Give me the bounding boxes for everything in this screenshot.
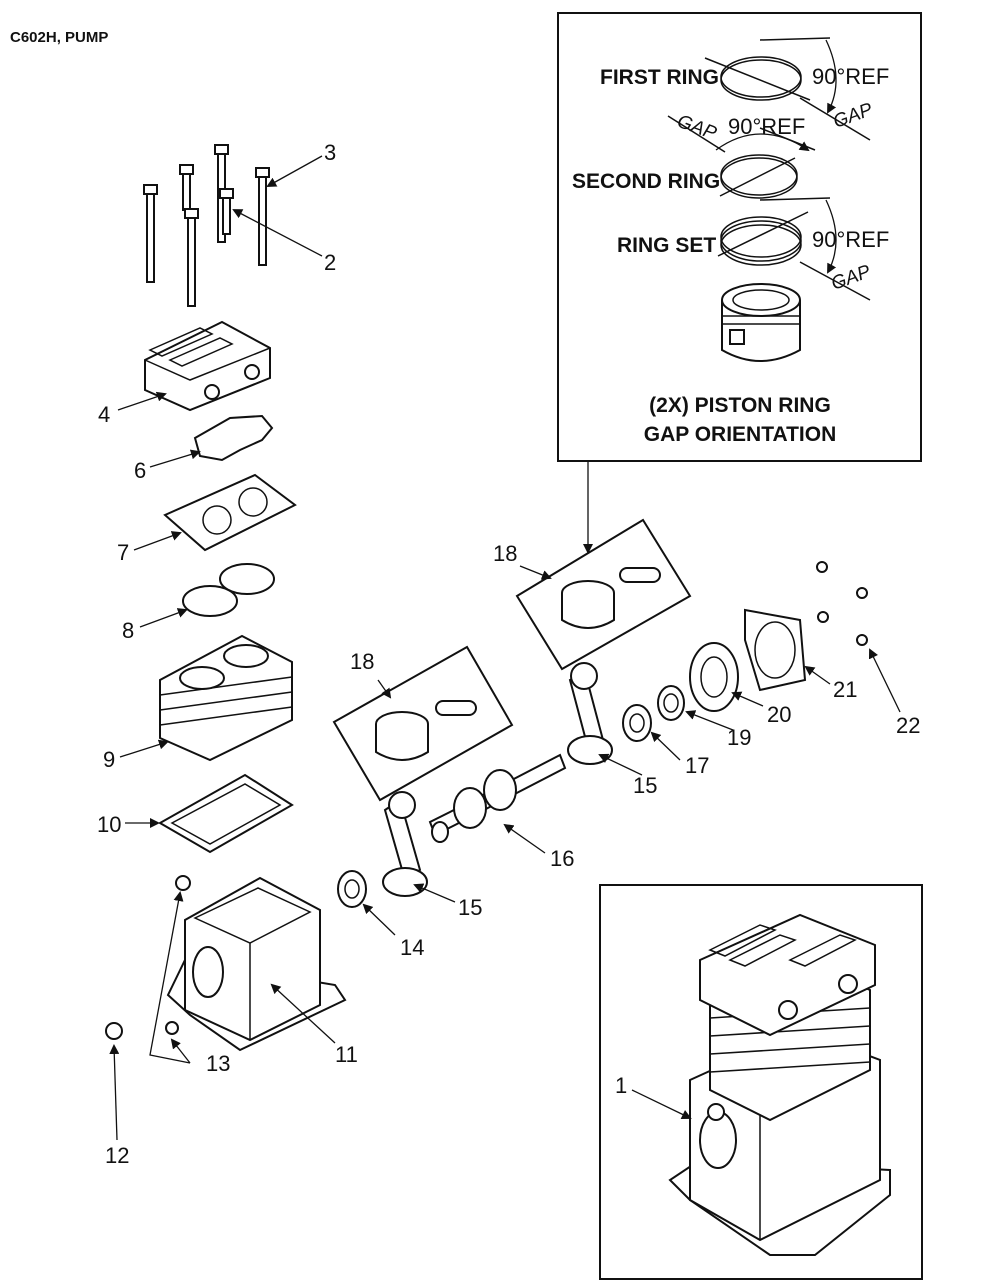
callout-15b: 15 (633, 773, 657, 798)
callout-16: 16 (550, 846, 574, 871)
bearing-cover-21 (744, 608, 807, 692)
ring-set-label: RING SET (617, 234, 716, 257)
callout-13: 13 (206, 1051, 230, 1076)
assembled-pump-box (599, 884, 923, 1280)
head-bolts (143, 144, 270, 307)
ref2-label: 90°REF (728, 114, 805, 139)
first-ring-label: FIRST RING (600, 66, 719, 89)
callout-18b: 18 (493, 541, 517, 566)
o-ring-right (219, 563, 275, 595)
piston-icon (721, 283, 801, 362)
callout-1: 1 (615, 1073, 627, 1098)
piston-set-a (332, 645, 514, 802)
callout-11: 11 (335, 1042, 358, 1067)
callout-leaders (109, 155, 901, 1141)
callout-2: 2 (324, 250, 336, 275)
cylinder-gasket (157, 773, 294, 854)
o-ring-left (182, 585, 238, 617)
bearing-17 (622, 704, 652, 742)
crankshaft (428, 753, 567, 843)
callout-19: 19 (727, 725, 751, 750)
second-ring-label: SECOND RING (572, 170, 720, 193)
second-ring-icon (667, 115, 816, 199)
crankcase (105, 875, 347, 1052)
ref3-label: 90°REF (812, 227, 889, 252)
ring-set-icon (717, 197, 871, 301)
callout-22: 22 (896, 713, 920, 738)
callout-numbers: 3 2 4 6 7 8 9 10 11 12 13 14 15 15 16 17… (97, 140, 920, 1168)
callout-7: 7 (117, 540, 129, 565)
cover-screws-22 (816, 561, 868, 646)
head-gasket (193, 414, 274, 462)
callout-20: 20 (767, 702, 791, 727)
cylinder (159, 634, 293, 762)
assembled-pump-icon (668, 913, 891, 1256)
caption-line1: (2X) PISTON RING (649, 394, 831, 417)
bearing-14 (337, 870, 367, 908)
caption-line2: GAP ORIENTATION (644, 423, 837, 446)
connecting-rod-b (567, 662, 613, 765)
callout-8: 8 (122, 618, 134, 643)
callout-9: 9 (103, 747, 115, 772)
callout-10: 10 (97, 812, 121, 837)
page-title: C602H, PUMP (10, 29, 108, 46)
first-ring-icon (704, 37, 871, 141)
callout-15a: 15 (458, 895, 482, 920)
cylinder-head (144, 320, 271, 412)
valve-plate (163, 473, 297, 552)
piston-set-b (515, 518, 692, 671)
callout-18a: 18 (350, 649, 374, 674)
callout-17: 17 (685, 753, 709, 778)
callout-4: 4 (98, 402, 110, 427)
ring-detail-box: FIRST RING 90°REF GAP GAP 90°REF SECOND … (557, 12, 922, 462)
seal-19 (657, 685, 685, 721)
callout-6: 6 (134, 458, 146, 483)
callout-12: 12 (105, 1143, 129, 1168)
callout-14: 14 (400, 935, 424, 960)
callout-21: 21 (833, 677, 857, 702)
cover-gasket-20 (689, 642, 739, 712)
connecting-rod-a (382, 791, 428, 897)
callout-3: 3 (324, 140, 336, 165)
ref1-label: 90°REF (812, 64, 889, 89)
